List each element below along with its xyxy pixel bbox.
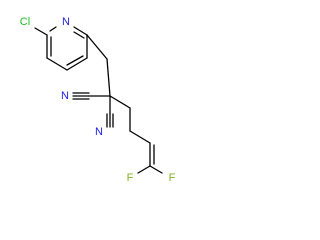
nitrile-1-n-label: N <box>61 90 69 102</box>
bond-c2-cl <box>34 27 48 36</box>
fluorine-2-label: F <box>127 172 134 184</box>
bond-chain-2 <box>129 130 151 144</box>
chlorine-label: Cl <box>20 16 30 28</box>
ring-nitrogen-label: N <box>62 16 70 28</box>
bond-c2-n <box>49 26 57 32</box>
bond-c5-c4-inner <box>66 55 84 66</box>
fluorine-1-label: F <box>169 172 176 184</box>
bond-c-f2 <box>137 165 151 174</box>
bond-c4-c3 <box>46 57 68 71</box>
bond-c-f1 <box>149 165 163 174</box>
nitrile-1-triple-bond <box>72 92 90 100</box>
bond-c6-ch2 <box>86 34 108 60</box>
bond-n-c6 <box>73 26 88 36</box>
pyridine-ring <box>46 26 88 71</box>
bond-ch2-cq <box>106 58 111 97</box>
bond-n-c6-inner <box>73 31 85 39</box>
bond-cq-chain <box>109 95 131 109</box>
nitrile-2-n-label: N <box>95 126 103 138</box>
molecule-structure: Cl N N N F F <box>20 16 176 184</box>
bond-c5-c4 <box>66 57 88 71</box>
nitrile-2-triple-bond <box>106 113 114 128</box>
